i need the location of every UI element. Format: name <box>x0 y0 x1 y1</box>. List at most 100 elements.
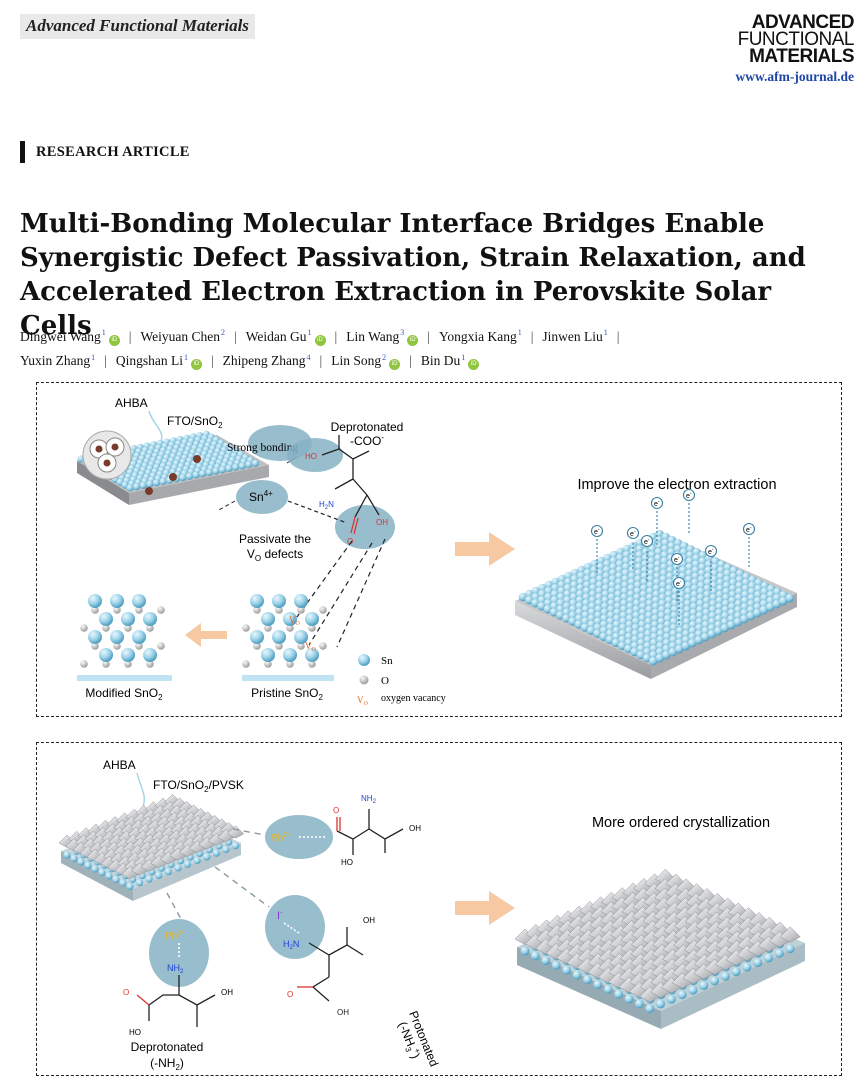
lattice-atom <box>733 617 742 627</box>
author-name[interactable]: Bin Du1iD <box>420 353 480 370</box>
author-name[interactable]: Zhipeng Zhang4 <box>222 352 311 369</box>
o-atom <box>102 624 110 632</box>
author-name[interactable]: Yuxin Zhang1 <box>20 353 95 369</box>
author-name[interactable]: Weiyuan Chen2 <box>140 328 226 344</box>
sn-atom <box>110 594 124 608</box>
author-name-text[interactable]: Lin Wang <box>346 328 400 344</box>
lattice-atom <box>112 875 120 884</box>
author-name[interactable]: Qingshan Li1iD <box>115 352 202 370</box>
vacancy-dash-line <box>336 538 386 648</box>
journal-url-link[interactable]: www.afm-journal.de <box>735 69 855 84</box>
author-name-text[interactable]: Zhipeng Zhang <box>222 353 306 368</box>
o-atom <box>319 606 327 614</box>
lattice-atom <box>152 479 160 487</box>
author-name-text[interactable]: Weidan Gu <box>245 328 307 344</box>
lattice-atom <box>739 614 749 624</box>
o-atom <box>319 642 327 650</box>
surface-defect-marker <box>193 455 201 463</box>
author-name-text[interactable]: Bin Du <box>420 353 461 368</box>
o-atom <box>80 624 88 632</box>
logo-line-materials: MATERIALS <box>749 46 854 67</box>
lattice-atom <box>583 975 592 985</box>
o-atom <box>113 642 121 650</box>
lattice-atom <box>77 858 85 866</box>
sn-atom <box>272 630 286 644</box>
ahba-label-2: AHBA <box>103 758 136 772</box>
author-name[interactable]: Lin Wang3iD <box>346 328 419 346</box>
author-name[interactable]: Yongxia Kang1 <box>438 328 522 344</box>
orcid-icon[interactable]: iD <box>389 359 401 370</box>
o-atom <box>242 660 250 668</box>
lattice-atom <box>721 972 730 981</box>
coo-label: -COO- <box>350 433 384 448</box>
lattice-atom <box>759 605 768 615</box>
author-name-text[interactable]: Dingwei Wang <box>20 328 101 344</box>
deprotonated-label-2: Deprotonated <box>131 1040 204 1054</box>
figure-perovskite-graphic: AHBA FTO/SnO2/PVSK Pb2+ O HO NH2 OH I- H… <box>58 758 805 1072</box>
perovskite-slab-large <box>514 868 805 1029</box>
sn-atom <box>132 594 146 608</box>
electron-icon <box>682 488 696 502</box>
orcid-icon[interactable]: iD <box>468 359 480 370</box>
more-ordered-label: More ordered crystallization <box>592 815 770 831</box>
lattice-atom <box>707 629 716 639</box>
lattice-atom <box>687 638 697 648</box>
iodide-protonated-molecule: I- H2N OH O OH <box>265 895 375 1017</box>
ahba-label: AHBA <box>115 396 148 410</box>
orcid-icon[interactable]: iD <box>190 359 202 370</box>
author-name-text[interactable]: Weiyuan Chen <box>140 328 221 344</box>
lattice-atom <box>192 471 200 479</box>
electron-label: e- <box>654 499 660 508</box>
lattice-atom <box>720 623 729 633</box>
author-name-text[interactable]: Jinwen Liu <box>542 328 603 344</box>
lattice-atom <box>70 854 78 863</box>
lattice-atom <box>98 868 106 877</box>
orcid-icon[interactable]: iD <box>314 334 326 346</box>
author-name[interactable]: Lin Song2iD <box>331 352 401 370</box>
passivate-label-line1: Passivate the <box>239 532 311 546</box>
author-affiliation: 2 <box>221 328 226 337</box>
sn-atom <box>250 594 264 608</box>
svg-text:O: O <box>123 988 129 997</box>
svg-text:Pb2+: Pb2+ <box>271 832 291 844</box>
o-atom <box>146 624 154 632</box>
lattice-atom <box>572 970 582 980</box>
o-atom <box>308 624 316 632</box>
orcid-icon[interactable]: iD <box>407 334 419 346</box>
stack-label: FTO/SnO2/PVSK <box>153 778 244 794</box>
electron-label: e- <box>594 527 600 536</box>
electron-label: e- <box>746 525 752 534</box>
o-atom <box>124 660 132 668</box>
svg-text:OH: OH <box>363 916 375 925</box>
author-name-text[interactable]: Yongxia Kang <box>438 328 517 344</box>
journal-logo[interactable]: ADVANCED FUNCTIONAL MATERIALS www.afm-jo… <box>735 13 855 85</box>
author-name-text[interactable]: Qingshan Li <box>115 353 183 368</box>
o-atom <box>80 660 88 668</box>
author-name-text[interactable]: Yuxin Zhang <box>20 353 91 368</box>
sno2-slab-large <box>515 529 797 679</box>
perovskite-octahedron <box>779 926 801 943</box>
article-type-label: RESEARCH ARTICLE <box>36 144 190 160</box>
lattice-atom <box>238 462 246 470</box>
svg-text:HO: HO <box>129 1028 141 1037</box>
author-separator: | <box>530 328 534 344</box>
author-affiliation: 2 <box>382 352 387 362</box>
modified-substrate <box>77 675 172 681</box>
sn-atom <box>250 630 264 644</box>
lattice-atom <box>699 981 709 990</box>
author-name-text[interactable]: Lin Song <box>331 353 382 368</box>
o-atom <box>275 642 283 650</box>
vacancy-mark: VO <box>305 641 317 653</box>
lattice-atom <box>212 467 220 475</box>
author-affiliation: 4 <box>306 352 311 362</box>
author-name[interactable]: Weidan Gu1iD <box>245 328 326 346</box>
author-name[interactable]: Jinwen Liu1 <box>542 328 607 344</box>
author-affiliation: 1 <box>183 352 188 362</box>
author-affiliation: 1 <box>307 328 312 337</box>
electron-icon <box>640 534 654 548</box>
author-separator: | <box>128 328 132 344</box>
author-name[interactable]: Dingwei Wang1iD <box>20 328 120 346</box>
ahba-pointer-line-2 <box>136 772 146 808</box>
lattice-atom <box>742 962 752 972</box>
orcid-icon[interactable]: iD <box>108 334 120 346</box>
